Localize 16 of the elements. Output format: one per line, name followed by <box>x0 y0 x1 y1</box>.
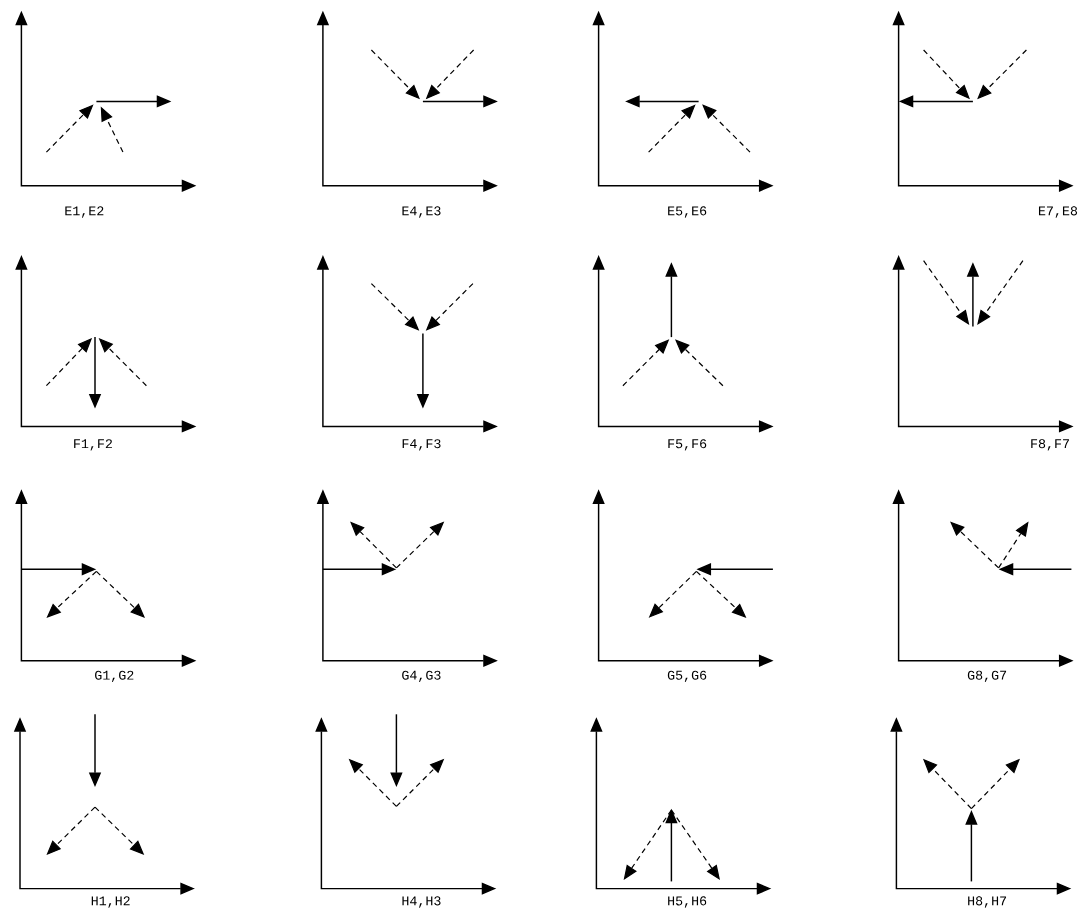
caption: F8,F7 <box>1031 439 1069 451</box>
caption: E4,E3 <box>402 206 441 218</box>
caption: E5,E6 <box>668 206 707 218</box>
caption: H5,H6 <box>668 896 707 908</box>
caption: E1,E2 <box>65 206 104 218</box>
caption: F4,F3 <box>402 439 441 451</box>
caption: G4,G3 <box>402 670 441 682</box>
caption: F5,F6 <box>668 439 707 451</box>
caption: G1,G2 <box>95 670 134 682</box>
caption: G5,G6 <box>667 670 707 682</box>
caption: H4,H3 <box>402 896 441 908</box>
caption: E7,E8 <box>1039 206 1078 218</box>
caption: G8,G7 <box>967 670 1007 682</box>
caption: H1,H2 <box>91 896 130 908</box>
caption: H8,H7 <box>968 896 1007 908</box>
caption: F1,F2 <box>74 439 112 451</box>
